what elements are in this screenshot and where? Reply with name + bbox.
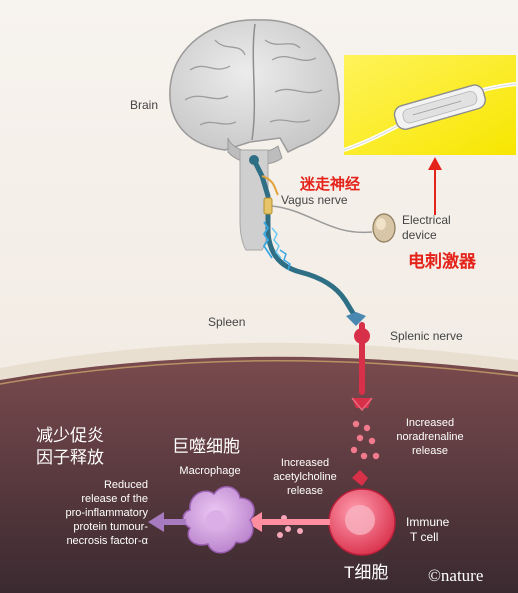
reduced-line1: Reduced — [30, 478, 148, 492]
electrical-device-label-line1: Electrical — [402, 213, 451, 227]
t-cell-chinese-label: T细胞 — [344, 562, 388, 584]
macrophage-chinese-label: 巨噬细胞 — [172, 436, 240, 458]
macrophage-label: Macrophage — [170, 464, 250, 478]
acetylcholine-label: Increased acetylcholine release — [262, 456, 348, 498]
device-chinese-label: 电刺激器 — [408, 247, 476, 272]
reduced-line2: release of the — [30, 492, 148, 506]
reduce-chinese-line2: 因子释放 — [36, 447, 104, 469]
vagus-chinese-label: 迷走神经 — [300, 173, 360, 194]
electrical-device — [373, 214, 395, 242]
noradrenaline-line2: noradrenaline — [388, 430, 472, 444]
noradrenaline-label: Increased noradrenaline release — [388, 416, 472, 458]
spleen-label: Spleen — [208, 315, 245, 329]
reduced-line5: necrosis factor-α — [30, 534, 148, 548]
device-photo — [344, 55, 516, 155]
brain-label: Brain — [130, 98, 158, 112]
vagus-nerve-label: Vagus nerve — [281, 193, 348, 207]
reduced-line3: pro-inflammatory — [30, 506, 148, 520]
noradrenaline-line3: release — [388, 444, 472, 458]
acetylcholine-line2: acetylcholine — [262, 470, 348, 484]
immune-line1: Immune — [406, 515, 449, 530]
acetylcholine-line1: Increased — [262, 456, 348, 470]
splenic-nerve-label: Splenic nerve — [390, 329, 463, 343]
reduced-line4: protein tumour- — [30, 520, 148, 534]
acetylcholine-line3: release — [262, 484, 348, 498]
immune-line2: T cell — [406, 530, 449, 545]
reduced-release-label: Reduced release of the pro-inflammatory … — [30, 478, 148, 548]
electrical-device-label-line2: device — [402, 228, 437, 242]
reduce-chinese-line1: 减少促炎 — [36, 425, 104, 447]
reduce-chinese-label: 减少促炎 因子释放 — [36, 425, 104, 469]
immune-t-cell-label: Immune T cell — [406, 515, 449, 545]
nature-credit: ©nature — [428, 566, 483, 586]
noradrenaline-line1: Increased — [388, 416, 472, 430]
spleen-tissue — [0, 357, 518, 593]
